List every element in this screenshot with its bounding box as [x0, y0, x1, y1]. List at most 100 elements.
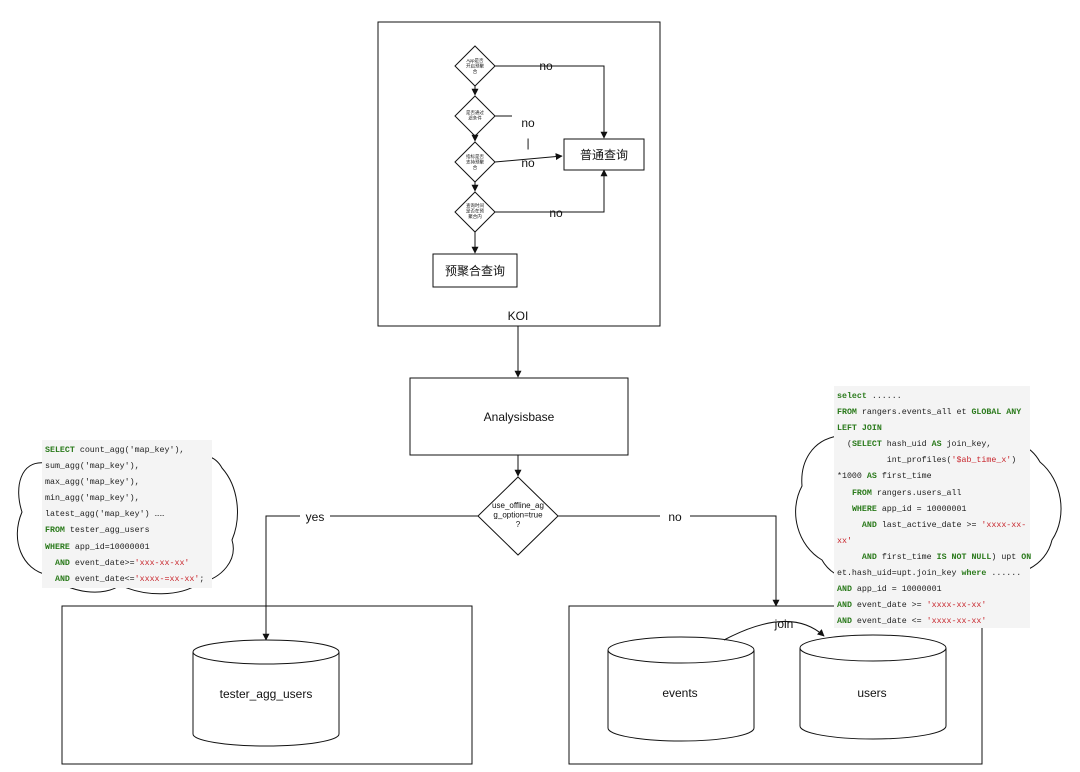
sql-string: 'xxxx-xx-: [981, 520, 1027, 530]
sql-text: last_active_date >=: [876, 520, 982, 530]
koi-diamond-2: 是否通过滤条件: [454, 95, 496, 137]
normal-query-box: [563, 138, 645, 171]
pre-agg-query-label: 预聚合查询: [445, 263, 505, 278]
sql-keyword: IS NOT NULL: [936, 552, 992, 562]
left-sql-line: sum_agg('map_key'),: [45, 459, 212, 475]
koi-diamond-2-label: 是否通过滤条件: [466, 109, 484, 121]
sql-keyword: AND: [54, 558, 70, 568]
sql-text: event_date >=: [851, 601, 927, 611]
right-sql-line: select ......: [837, 389, 1030, 405]
events-label: events: [662, 686, 697, 700]
sql-keyword: GLOBAL ANY: [971, 408, 1022, 418]
right-sql-line: AND app_id = 10000001: [837, 582, 1030, 598]
sql-keyword: AS: [931, 440, 942, 450]
sql-text: et.hash_uid=upt.join_key: [837, 569, 962, 579]
koi-no-label-4: no: [549, 206, 563, 220]
koi-diamond-3: 指标是否支持预聚合: [454, 141, 496, 183]
sql-string: '$ab_time_x': [951, 456, 1012, 466]
sql-text: ......: [866, 392, 902, 401]
sql-keyword: AND: [837, 617, 852, 627]
decision-yes-arrow: [262, 515, 478, 641]
sql-string: 'xxx-xx-xx': [134, 558, 190, 568]
left-sql-line: max_agg('map_key'),: [45, 475, 212, 491]
koi-diamond-3-label: 指标是否支持预聚合: [466, 153, 484, 171]
sql-text: (: [837, 440, 852, 450]
sql-text: event_date>=: [69, 558, 135, 568]
sql-text: app_id = 10000001: [851, 585, 942, 595]
right-sql-line: AND event_date <= 'xxxx-xx-xx': [837, 614, 1030, 630]
sql-text: first_time: [876, 552, 937, 562]
koi-label: KOI: [508, 309, 529, 323]
right-sql-line: AND first_time IS NOT NULL) upt ON: [837, 550, 1032, 566]
right-sql-line: FROM rangers.users_all: [837, 486, 1030, 502]
analysisbase-label: Analysisbase: [484, 410, 555, 424]
right-sql-line: (SELECT hash_uid AS join_key,: [837, 437, 1030, 453]
sql-string: 'xxxx-xx-xx': [926, 617, 987, 627]
sql-text: latest_agg('map_key') ……: [45, 510, 165, 520]
sql-text: max_agg('map_key'),: [45, 478, 140, 488]
sql-text: rangers.events_all et: [856, 408, 972, 418]
right-sql-line: FROM rangers.events_all et GLOBAL ANY: [837, 405, 1030, 421]
sql-keyword: FROM: [851, 488, 872, 498]
koi-diamond-4: 查询时间是否在预聚合内: [454, 191, 496, 233]
left-sql-line: AND event_date>='xxx-xx-xx': [45, 556, 212, 572]
sql-keyword: AND: [837, 601, 852, 611]
koi-no-label-2: no: [521, 116, 535, 130]
sql-keyword: AND: [54, 574, 70, 584]
analysisbase-box: [409, 377, 629, 456]
decision-yes-label: yes: [306, 510, 325, 524]
koi-box: [377, 21, 661, 327]
users-label: users: [857, 686, 886, 700]
koi-diamond-4-label: 查询时间是否在预聚合内: [466, 202, 484, 220]
sql-text: ;: [199, 574, 205, 584]
sql-keyword: ON: [1021, 552, 1032, 562]
pre-agg-query-box: [432, 253, 518, 288]
sql-text: tester_agg_users: [64, 526, 150, 536]
koi-no-arrow-3: [494, 153, 563, 163]
sql-string: xx': [837, 536, 852, 546]
sql-text: first_time: [876, 472, 932, 482]
sql-keyword: WHERE: [851, 504, 877, 514]
sql-text: event_date<=: [69, 574, 135, 584]
koi-diamond-1-label: App是否开启预聚合: [466, 58, 484, 75]
sql-keyword: SELECT: [45, 446, 75, 455]
right-sql-line: AND event_date >= 'xxxx-xx-xx': [837, 598, 1030, 614]
right-sql-line: WHERE app_id = 10000001: [837, 502, 1030, 518]
sql-text: join_key,: [941, 440, 992, 450]
sql-keyword: FROM: [45, 526, 65, 536]
left-sql-cloud: [16, 455, 238, 595]
koi-no-label-1: no: [539, 59, 553, 73]
koi-no-arrow-4: [495, 169, 608, 213]
sql-text: app_id = 10000001: [876, 504, 967, 514]
sql-text: min_agg('map_key'),: [45, 494, 140, 504]
sql-keyword: AND: [861, 520, 877, 530]
sql-keyword: AS: [866, 472, 877, 482]
sql-text: ......: [986, 569, 1022, 579]
sql-string: 'xxxx-xx-xx': [926, 601, 987, 611]
right-sql-line: LEFT JOIN: [837, 421, 1030, 437]
join-label: join: [774, 617, 794, 631]
right-store-box: [568, 605, 983, 765]
koi-no-arrow-1: [495, 65, 608, 139]
koi-no-separator: |: [526, 136, 529, 150]
sql-text: sum_agg('map_key'),: [45, 462, 140, 472]
sql-text: ): [1011, 456, 1017, 466]
sql-text: [837, 505, 852, 514]
decision-no-arrow: [558, 515, 780, 607]
sql-keyword: LEFT JOIN: [837, 424, 882, 434]
sql-text: [45, 575, 55, 584]
sql-keyword: FROM: [837, 408, 857, 418]
join-arrow: [723, 620, 825, 641]
sql-keyword: where: [961, 569, 987, 579]
left-sql-line: SELECT count_agg('map_key'),: [45, 443, 212, 459]
sql-text: [837, 521, 862, 530]
right-sql-line: *1000 AS first_time: [837, 469, 1030, 485]
sql-text: ) upt: [991, 552, 1022, 562]
tester-agg-users-cylinder: [192, 639, 340, 747]
sql-text: count_agg('map_key'),: [74, 446, 185, 455]
sql-keyword: WHERE: [45, 542, 70, 552]
users-cylinder: [799, 634, 947, 740]
